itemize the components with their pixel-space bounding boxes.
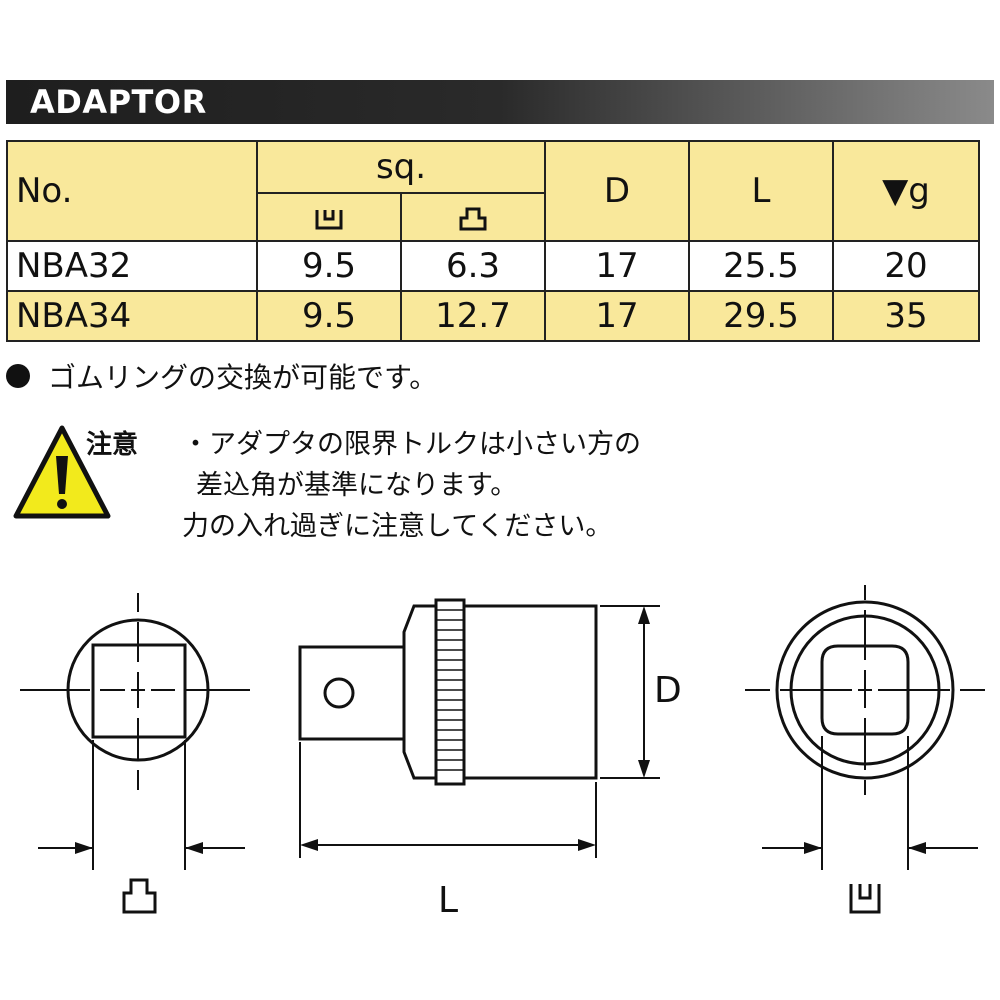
cell-g: 20 <box>832 240 981 292</box>
male-end-view <box>20 593 250 870</box>
header-l: L <box>688 140 835 242</box>
cell-l: 25.5 <box>688 240 835 292</box>
header-g: ▼g <box>832 140 981 242</box>
caution-line: 差込角が基準になります。 <box>196 470 518 501</box>
caution-label: 注意 <box>86 430 139 460</box>
header-sq: sq. <box>255 140 547 194</box>
cell-sq-male: 12.7 <box>399 290 547 342</box>
side-view <box>298 598 660 858</box>
cell-sq-male: 6.3 <box>399 240 547 292</box>
note-line: ゴムリングの交換が可能です。 <box>6 356 437 396</box>
table-row: NBA32 9.5 6.3 17 25.5 20 <box>6 240 981 292</box>
female-square-drive-icon <box>315 209 343 229</box>
l-dimension-label: L <box>438 880 458 921</box>
d-dimension-label: D <box>654 670 682 711</box>
caution-line: 力の入れ過ぎに注意してください。 <box>182 511 613 542</box>
section-title: ADAPTOR <box>30 83 207 121</box>
header-d: D <box>544 140 691 242</box>
header-no: No. <box>6 140 258 242</box>
female-end-view <box>745 585 985 870</box>
table-row: NBA34 9.5 12.7 17 29.5 35 <box>6 290 981 342</box>
cell-l: 29.5 <box>688 290 835 342</box>
cell-sq-female: 9.5 <box>256 240 402 292</box>
cell-d: 17 <box>544 240 691 292</box>
header-sq-female <box>256 192 402 242</box>
male-square-drive-icon <box>122 878 157 914</box>
spec-table: No. sq. D L ▼g NBA32 9.5 6.3 17 25.5 20 … <box>6 140 981 342</box>
cell-g: 35 <box>832 290 981 342</box>
cell-no: NBA32 <box>6 240 258 292</box>
caution-line: ・アダプタの限界トルクは小さい方の <box>182 429 641 460</box>
cell-sq-female: 9.5 <box>256 290 402 342</box>
technical-drawings: D L <box>20 585 985 921</box>
female-square-drive-icon <box>849 884 881 914</box>
male-square-drive-icon <box>459 207 487 230</box>
caution-text: ・アダプタの限界トルクは小さい方の 差込角が基準になります。 力の入れ過ぎに注意… <box>182 424 641 547</box>
header-sq-male <box>399 192 547 242</box>
cell-d: 17 <box>544 290 691 342</box>
warning-triangle-icon <box>13 425 111 519</box>
bullet-icon <box>6 364 30 388</box>
section-header: ADAPTOR <box>6 80 994 124</box>
note-text: ゴムリングの交換が可能です。 <box>48 361 438 394</box>
cell-no: NBA34 <box>6 290 258 342</box>
